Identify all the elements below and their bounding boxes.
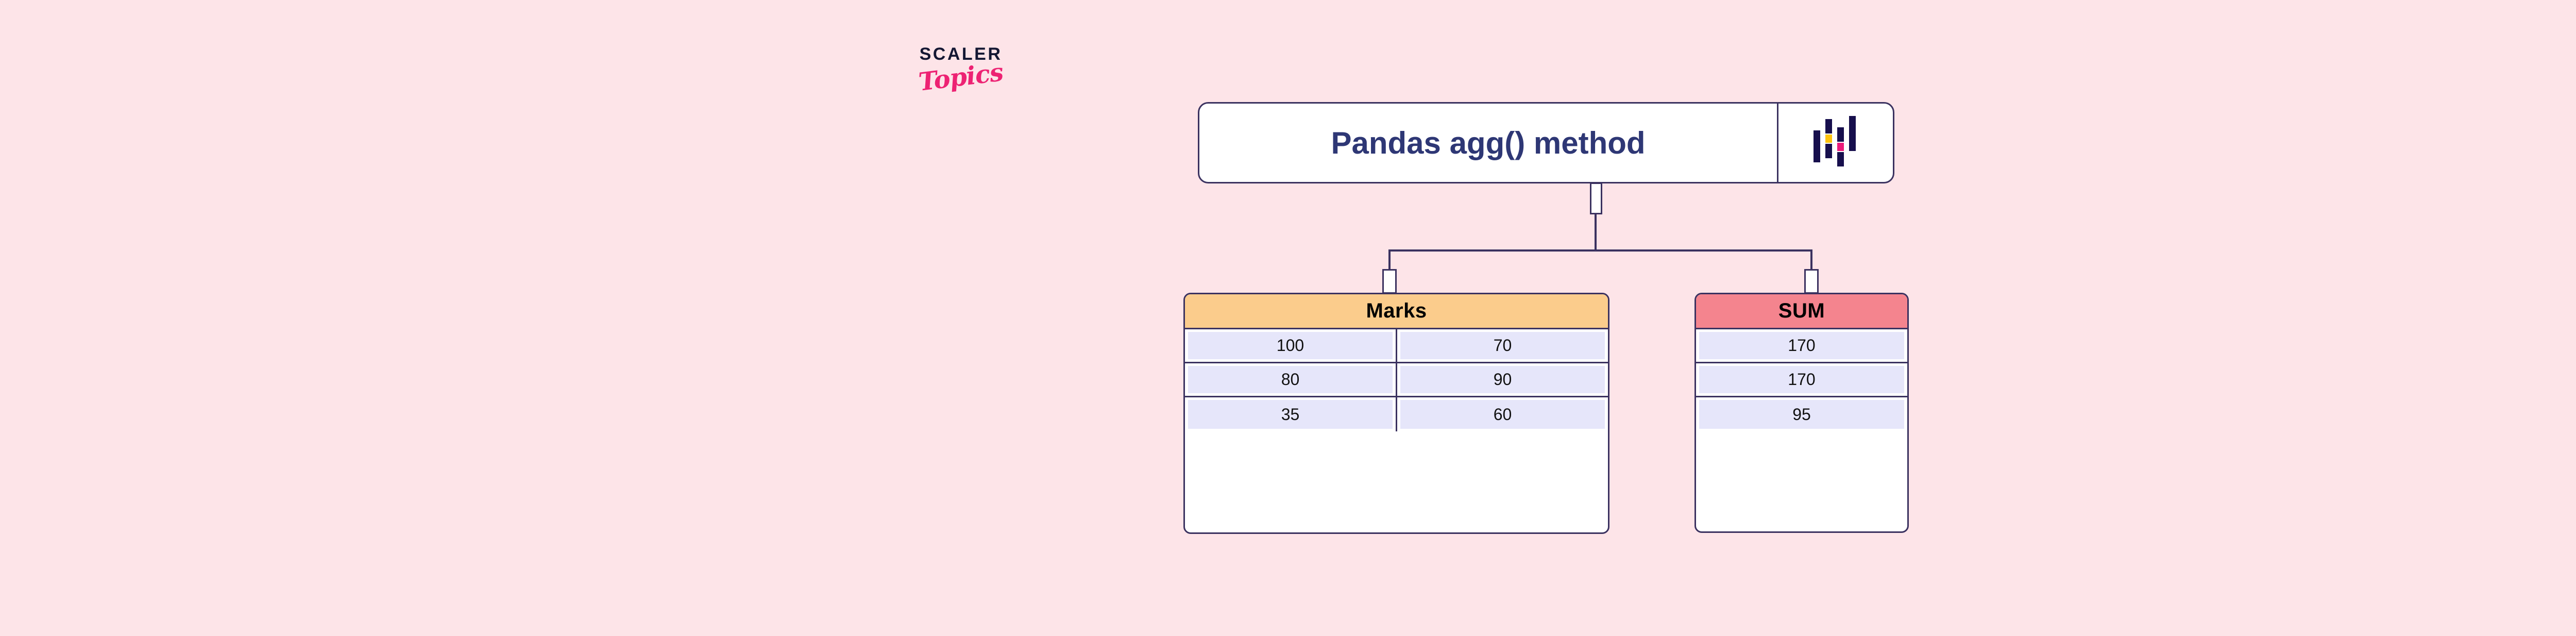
table-cell-value: 170 [1699,366,1904,393]
table-row: 95 [1696,397,1907,431]
table-cell-value: 70 [1400,332,1605,359]
marks-table-header-label: Marks [1366,299,1427,322]
marks-table-header: Marks [1185,294,1608,329]
table-row: 35 60 [1185,397,1608,431]
table-cell-value: 80 [1188,366,1393,393]
connector-node-marks [1382,269,1397,294]
brand-scaler-wordmark: SCALER [919,44,1003,64]
table-row: 170 [1696,363,1907,397]
table-row: 170 [1696,329,1907,363]
table-cell: 35 [1185,397,1396,431]
table-cell: 100 [1185,329,1396,362]
table-cell: 70 [1396,329,1608,362]
table-cell: 80 [1185,363,1396,396]
table-cell: 170 [1696,329,1907,362]
title-card: Pandas agg() method [1198,102,1894,183]
table-cell-value: 100 [1188,332,1393,359]
connector-node-sum [1804,269,1819,294]
sum-table-header: SUM [1696,294,1907,329]
table-cell: 60 [1396,397,1608,431]
table-row: 80 90 [1185,363,1608,397]
sum-table: SUM 170 170 95 [1694,293,1909,533]
table-row: 100 70 [1185,329,1608,363]
connector-line-marks-vertical [1388,249,1391,270]
marks-table: Marks 100 70 80 90 35 60 [1183,293,1609,534]
connector-line-root-vertical [1595,214,1597,250]
scaler-bars-logo-icon [1814,116,1858,170]
title-text-container: Pandas agg() method [1199,104,1778,182]
table-cell: 90 [1396,363,1608,396]
table-cell-value: 90 [1400,366,1605,393]
table-cell-value: 95 [1699,400,1904,429]
brand-topics-wordmark: Topics [917,58,1005,97]
table-cell: 170 [1696,363,1907,396]
table-cell-value: 170 [1699,332,1904,359]
connector-line-horizontal [1388,249,1812,252]
table-cell: 95 [1696,397,1907,431]
connector-node-root [1590,182,1602,214]
page-title: Pandas agg() method [1331,125,1646,160]
table-cell-value: 35 [1188,400,1393,429]
scaler-topics-logo: SCALER Topics [894,45,1028,128]
table-cell-value: 60 [1400,400,1605,429]
title-logo-container [1778,104,1893,182]
connector-line-sum-vertical [1810,249,1812,270]
sum-table-header-label: SUM [1778,299,1825,322]
